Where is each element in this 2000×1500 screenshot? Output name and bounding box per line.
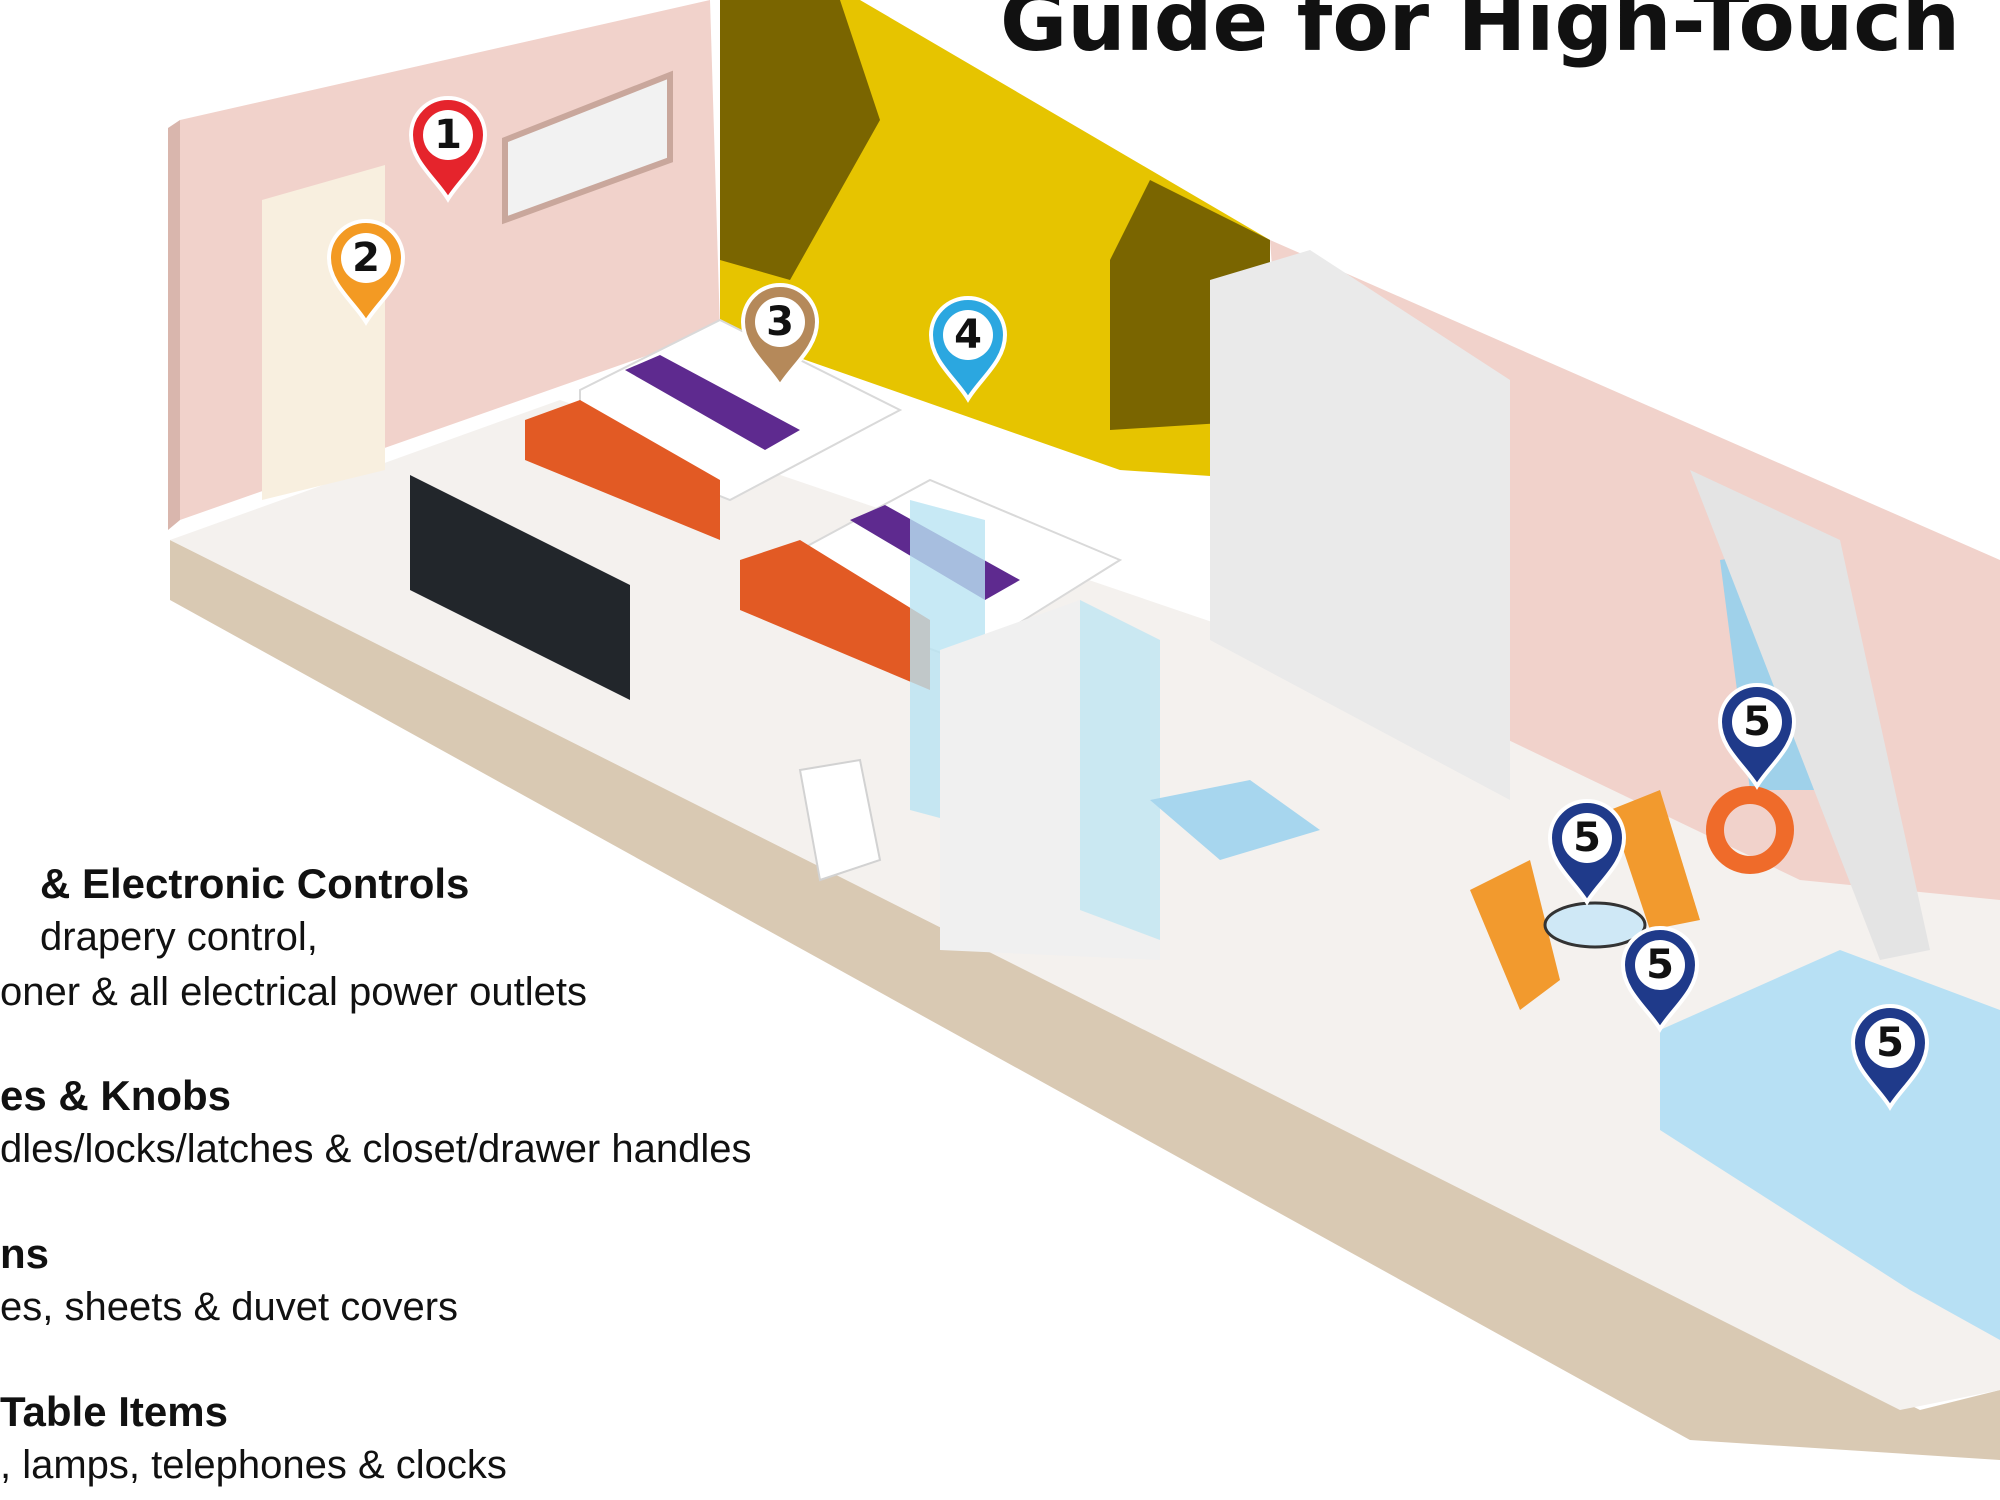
legend-line-3a: es, sheets & duvet covers: [0, 1285, 459, 1329]
pin-5b-marker[interactable]: 5: [1547, 799, 1627, 906]
pin-5d-marker[interactable]: 5: [1850, 1004, 1930, 1111]
pin-5c-label: 5: [1646, 942, 1674, 988]
legend-heading-2: es & Knobs: [0, 1072, 232, 1119]
pin-5c-face: [1635, 940, 1685, 990]
legend-line-2a: dles/locks/latches & closet/drawer handl…: [0, 1127, 752, 1171]
legend-item-4: Table Items , lamps, telephones & clocks: [0, 1386, 920, 1493]
pin-3-face: [755, 297, 805, 347]
legend-heading-4: Table Items: [0, 1388, 228, 1435]
pin-5a-marker[interactable]: 5: [1717, 683, 1797, 790]
accent-wall-shade-left: [720, 0, 880, 280]
legend-line-1a: drapery control,: [40, 915, 318, 959]
toilet: [798, 758, 882, 882]
legend: & Electronic Controls drapery control, o…: [0, 858, 920, 1498]
bath-glass: [1080, 600, 1160, 940]
pin-5c-marker[interactable]: 5: [1620, 926, 1700, 1033]
legend-line-4a: , lamps, telephones & clocks: [0, 1443, 507, 1487]
legend-item-2: es & Knobs dles/locks/latches & closet/d…: [0, 1070, 920, 1177]
side-table: [1543, 901, 1647, 949]
pin-3-label: 3: [766, 299, 794, 345]
pin-3-marker[interactable]: 3: [740, 283, 820, 390]
page-title: Guide for High-Touch: [1000, 0, 1961, 68]
legend-heading-1: & Electronic Controls: [40, 860, 470, 907]
pin-5d-face: [1865, 1018, 1915, 1068]
lounge-chair-1: [1470, 860, 1560, 1010]
pin-5b-label: 5: [1573, 815, 1601, 861]
pin-1-label: 1: [434, 112, 462, 158]
pin-2-marker[interactable]: 2: [326, 219, 406, 326]
pin-5b-face: [1562, 813, 1612, 863]
door: [262, 165, 385, 500]
pin-5d-label: 5: [1876, 1020, 1904, 1066]
pin-4-label: 4: [954, 312, 982, 358]
television: [410, 475, 630, 700]
wardrobe: [1210, 250, 1510, 800]
pin-1-face: [423, 110, 473, 160]
legend-heading-3: ns: [0, 1230, 50, 1277]
bed-2-base: [740, 540, 930, 690]
pin-4-face: [943, 310, 993, 360]
wall-picture: [502, 70, 673, 225]
pin-1-marker[interactable]: 1: [408, 96, 488, 203]
pin-2-label: 2: [352, 235, 380, 281]
legend-line-1b: oner & all electrical power outlets: [0, 970, 587, 1014]
pin-2-face: [341, 233, 391, 283]
lounge-chair-2: [1610, 790, 1700, 930]
pin-4-marker[interactable]: 4: [928, 296, 1008, 403]
bed-1-base: [525, 400, 720, 540]
legend-item-1: & Electronic Controls drapery control, o…: [0, 858, 920, 1020]
life-ring: [1706, 786, 1794, 874]
balcony-wall: [1690, 470, 1930, 960]
wall-edge-left: [168, 120, 180, 530]
bathtub: [1150, 780, 1320, 860]
legend-item-3: ns es, sheets & duvet covers: [0, 1228, 920, 1335]
pin-5a-face: [1732, 697, 1782, 747]
pin-5a-label: 5: [1743, 699, 1771, 745]
bed-1-runner: [625, 355, 800, 450]
